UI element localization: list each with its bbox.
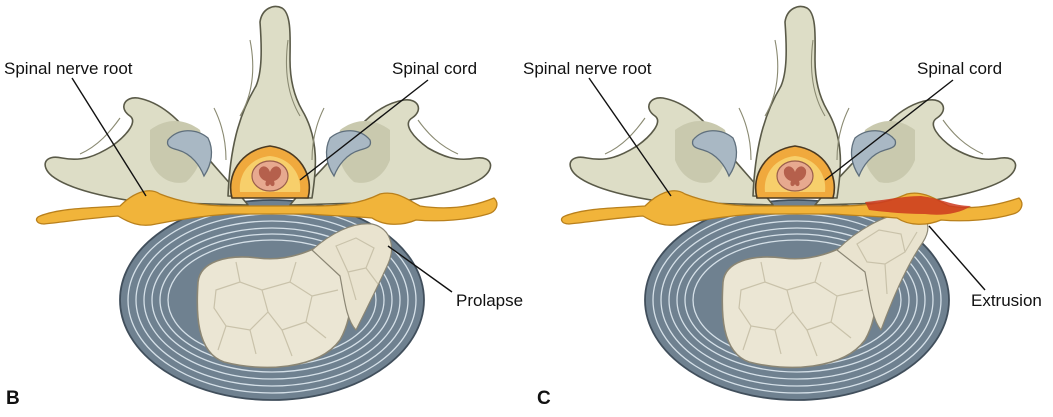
panel-letter-c: C <box>537 388 551 409</box>
leader-spinal-nerve-root-b <box>71 77 147 197</box>
leader-prolapse <box>387 245 453 293</box>
label-prolapse: Prolapse <box>456 291 523 310</box>
leader-spinal-nerve-root-c <box>588 77 672 197</box>
leader-spinal-cord-c <box>824 79 954 181</box>
panel-c: Spinal nerve root Spinal cord Extrusion … <box>523 5 1042 409</box>
leader-spinal-cord-b <box>299 79 429 181</box>
label-spinal-cord-c: Spinal cord <box>917 59 1002 78</box>
label-spinal-cord-b: Spinal cord <box>392 59 477 78</box>
panel-b: Spinal nerve root Spinal cord Prolapse B <box>4 5 523 409</box>
nerve-compression <box>865 196 971 215</box>
label-spinal-nerve-root-b: Spinal nerve root <box>4 59 133 78</box>
label-extrusion: Extrusion <box>971 291 1042 310</box>
panel-letter-b: B <box>6 388 20 409</box>
label-spinal-nerve-root-c: Spinal nerve root <box>523 59 652 78</box>
leader-extrusion <box>928 225 986 291</box>
